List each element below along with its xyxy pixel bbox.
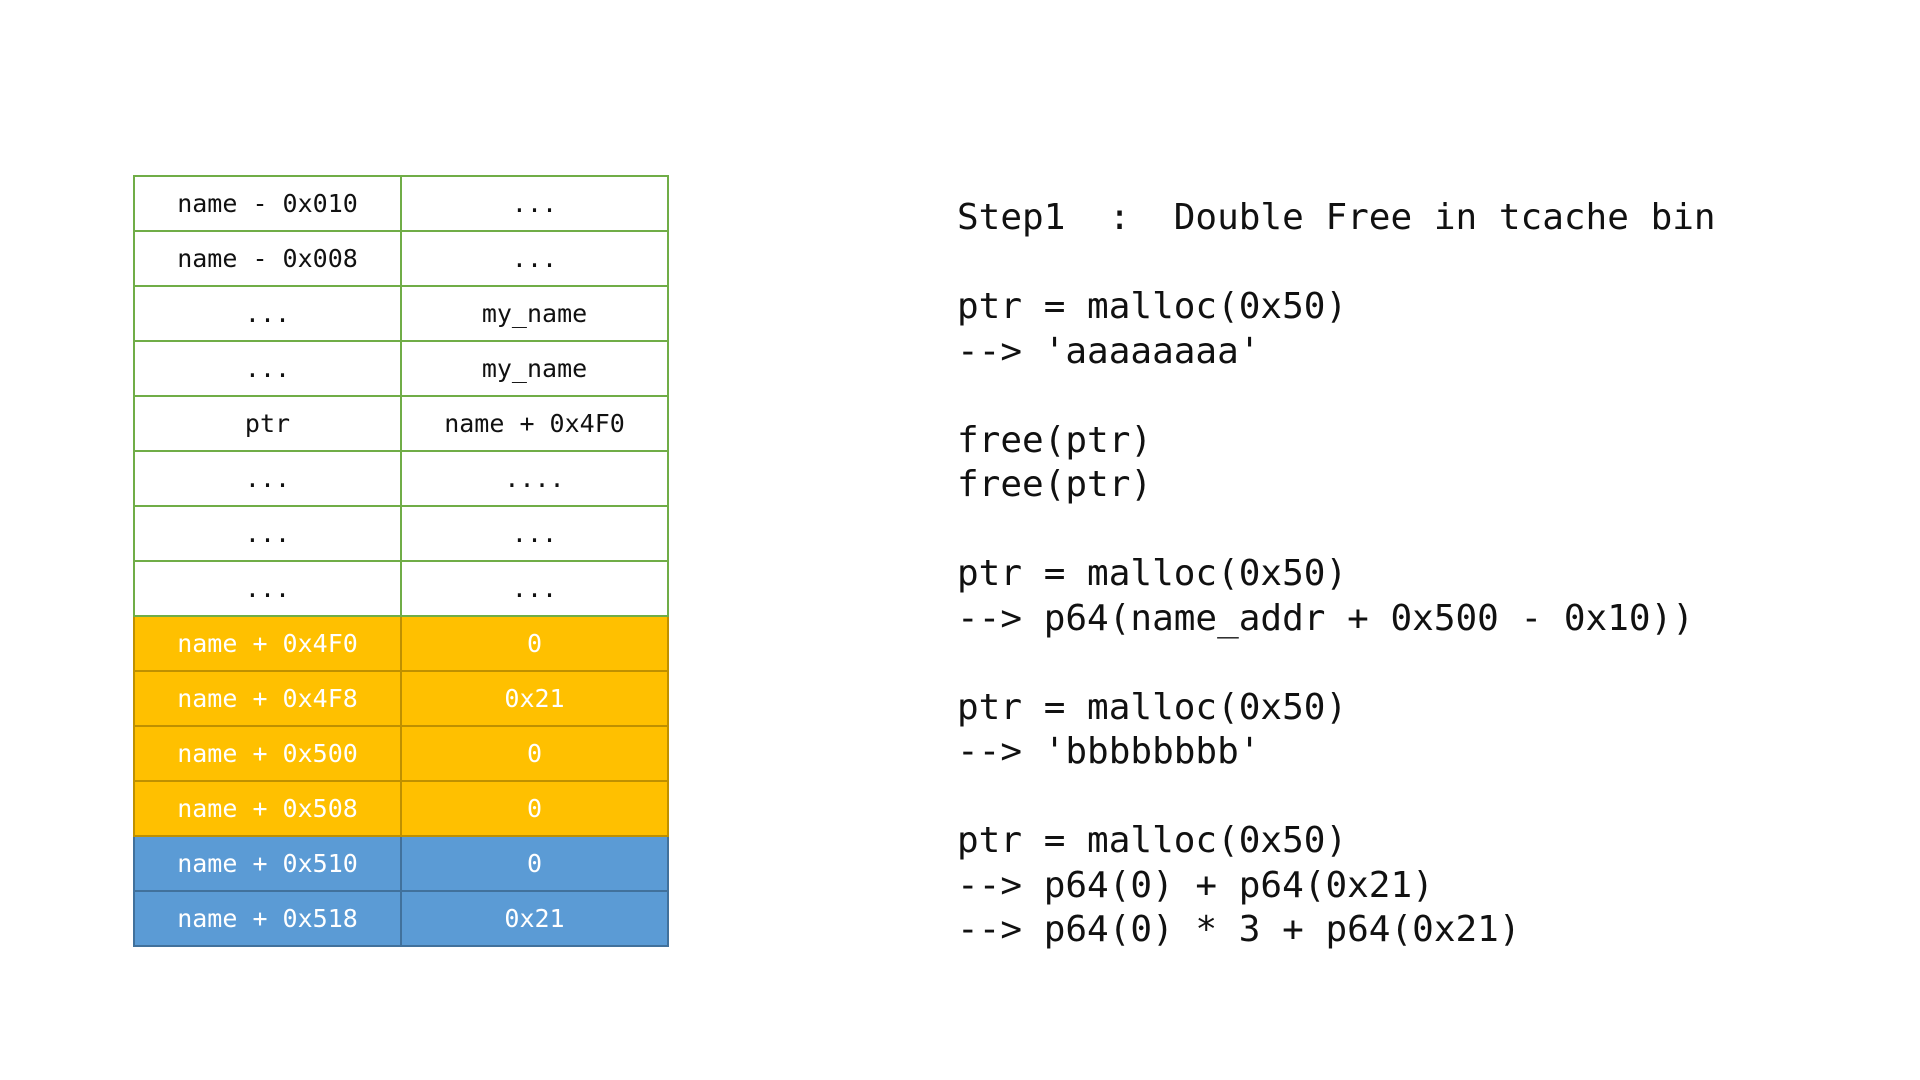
step-heading: Step1 : Double Free in tcache bin xyxy=(957,197,1716,238)
code-block: free(ptr)free(ptr) xyxy=(957,419,1716,508)
address-cell: name + 0x4F8 xyxy=(133,670,402,727)
address-cell: name + 0x518 xyxy=(133,890,402,947)
code-line: free(ptr) xyxy=(957,419,1153,461)
address-cell: name - 0x010 xyxy=(133,175,402,232)
address-cell: name + 0x4F0 xyxy=(133,615,402,672)
address-cell: ... xyxy=(133,340,402,397)
address-cell: ... xyxy=(133,285,402,342)
table-row: ...... xyxy=(133,560,669,617)
code-line: --> p64(0) + p64(0x21) xyxy=(957,864,1434,906)
address-cell: ... xyxy=(133,450,402,507)
value-cell: my_name xyxy=(400,340,669,397)
table-row: name - 0x010... xyxy=(133,175,669,232)
value-cell: name + 0x4F0 xyxy=(400,395,669,452)
code-line: --> 'bbbbbbbb' xyxy=(957,731,1261,772)
address-cell: ptr xyxy=(133,395,402,452)
code-line: ptr = malloc(0x50) xyxy=(957,553,1348,594)
code-blocks: ptr = malloc(0x50)--> 'aaaaaaaa'free(ptr… xyxy=(957,285,1716,953)
value-cell: ... xyxy=(400,175,669,232)
value-cell: ... xyxy=(400,560,669,617)
value-cell: 0 xyxy=(400,725,669,782)
value-cell: ... xyxy=(400,230,669,287)
table-row: ...my_name xyxy=(133,340,669,397)
code-line: --> p64(name_addr + 0x500 - 0x10)) xyxy=(957,597,1694,639)
code-block: ptr = malloc(0x50)--> 'bbbbbbbb' xyxy=(957,686,1716,775)
code-line: free(ptr) xyxy=(957,464,1153,505)
address-cell: name + 0x500 xyxy=(133,725,402,782)
code-line: --> 'aaaaaaaa' xyxy=(957,330,1261,372)
value-cell: my_name xyxy=(400,285,669,342)
value-cell: 0 xyxy=(400,835,669,892)
table-row: name - 0x008... xyxy=(133,230,669,287)
address-cell: name + 0x508 xyxy=(133,780,402,837)
address-cell: ... xyxy=(133,505,402,562)
value-cell: 0x21 xyxy=(400,670,669,727)
code-line: ptr = malloc(0x50) xyxy=(957,820,1348,861)
code-block: ptr = malloc(0x50)--> 'aaaaaaaa' xyxy=(957,285,1716,374)
table-row: ...... xyxy=(133,505,669,562)
code-line: ptr = malloc(0x50) xyxy=(957,286,1348,327)
code-block: ptr = malloc(0x50)--> p64(0) + p64(0x21)… xyxy=(957,819,1716,953)
code-line: --> p64(0) * 3 + p64(0x21) xyxy=(957,909,1521,950)
value-cell: .... xyxy=(400,450,669,507)
address-cell: name - 0x008 xyxy=(133,230,402,287)
value-cell: ... xyxy=(400,505,669,562)
value-cell: 0 xyxy=(400,780,669,837)
memory-table: name - 0x010...name - 0x008......my_name… xyxy=(133,175,669,947)
table-row: ...my_name xyxy=(133,285,669,342)
value-cell: 0 xyxy=(400,615,669,672)
address-cell: ... xyxy=(133,560,402,617)
memory-table-body: name - 0x010...name - 0x008......my_name… xyxy=(133,175,669,947)
value-cell: 0x21 xyxy=(400,890,669,947)
address-cell: name + 0x510 xyxy=(133,835,402,892)
table-row: ....... xyxy=(133,450,669,507)
code-block: ptr = malloc(0x50)--> p64(name_addr + 0x… xyxy=(957,552,1716,641)
code-panel: Step1 : Double Free in tcache bin ptr = … xyxy=(957,196,1716,997)
code-line: ptr = malloc(0x50) xyxy=(957,686,1348,728)
